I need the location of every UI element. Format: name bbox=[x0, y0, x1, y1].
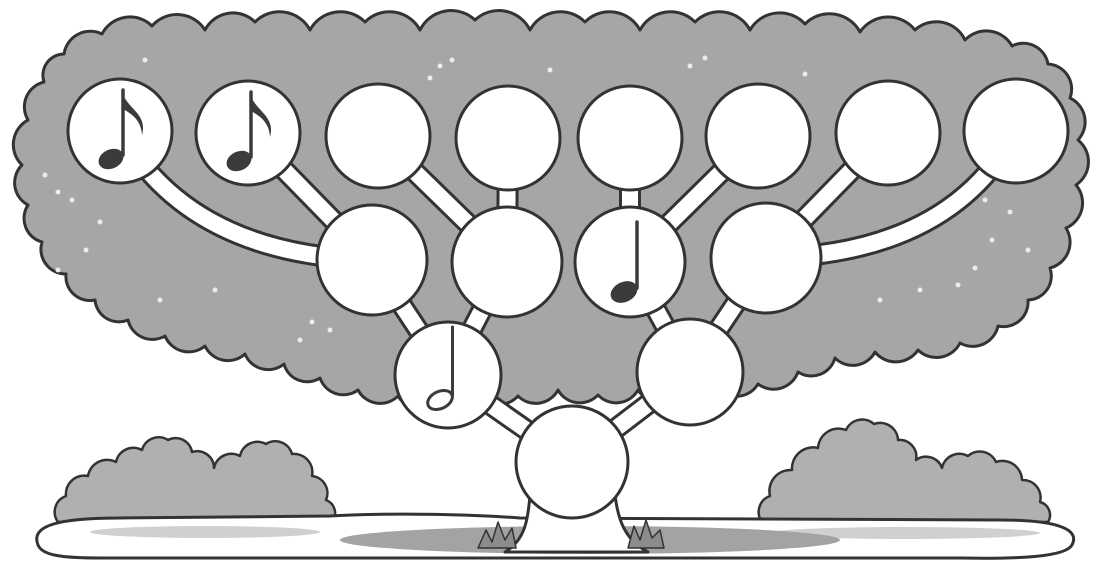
note-circle bbox=[315, 203, 429, 317]
note-slot bbox=[194, 79, 302, 187]
circle-row bbox=[66, 77, 1070, 192]
speckle bbox=[309, 319, 315, 325]
speckle bbox=[142, 57, 148, 63]
speckle bbox=[427, 75, 433, 81]
note-circle bbox=[194, 79, 302, 187]
speckle bbox=[802, 71, 808, 77]
speckle bbox=[955, 282, 961, 288]
note-slot bbox=[709, 201, 823, 315]
note-slot bbox=[315, 203, 429, 317]
speckle bbox=[972, 265, 978, 271]
grass-tufts bbox=[477, 519, 665, 549]
speckle bbox=[917, 287, 923, 293]
note-circle bbox=[514, 404, 630, 520]
note-flag bbox=[121, 90, 144, 135]
note-circle bbox=[66, 77, 174, 185]
speckle bbox=[982, 197, 988, 203]
note-slot bbox=[393, 320, 503, 430]
note-slot bbox=[576, 84, 684, 192]
note-slot bbox=[450, 205, 564, 319]
speckle bbox=[1025, 247, 1031, 253]
note-head bbox=[98, 148, 124, 170]
half-note-icon bbox=[426, 325, 454, 411]
note-circle bbox=[454, 84, 562, 192]
note-slot bbox=[962, 77, 1070, 185]
note-flag bbox=[249, 92, 272, 137]
speckle bbox=[687, 63, 693, 69]
speckle bbox=[1007, 209, 1013, 215]
speckle bbox=[97, 219, 103, 225]
note-circle bbox=[962, 77, 1070, 185]
note-slot bbox=[66, 77, 174, 185]
speckle bbox=[55, 267, 61, 273]
note-head bbox=[226, 150, 252, 172]
note-circle bbox=[573, 205, 687, 319]
quarter-note-icon bbox=[610, 220, 639, 303]
note-circle bbox=[324, 82, 432, 190]
speckle bbox=[69, 197, 75, 203]
left-bush bbox=[53, 436, 337, 524]
note-circle bbox=[635, 317, 745, 427]
right-bush bbox=[757, 418, 1052, 524]
note-slot bbox=[704, 82, 812, 190]
grass-tuft bbox=[477, 521, 517, 549]
speckle bbox=[327, 327, 333, 333]
note-circle bbox=[576, 84, 684, 192]
note-slot bbox=[514, 404, 630, 520]
bushes bbox=[53, 418, 1052, 524]
speckle bbox=[55, 189, 61, 195]
note-circles bbox=[66, 77, 1070, 520]
speckle bbox=[877, 297, 883, 303]
note-slot bbox=[573, 205, 687, 319]
ground-shadow bbox=[90, 526, 320, 538]
speckle bbox=[157, 297, 163, 303]
speckle bbox=[449, 57, 455, 63]
speckle bbox=[212, 287, 218, 293]
note-slot bbox=[324, 82, 432, 190]
note-circle bbox=[704, 82, 812, 190]
speckle bbox=[297, 337, 303, 343]
speckle bbox=[437, 63, 443, 69]
note-slot bbox=[635, 317, 745, 427]
note-circle bbox=[450, 205, 564, 319]
speckle bbox=[42, 172, 48, 178]
grass-tuft bbox=[627, 519, 665, 549]
circle-row bbox=[393, 317, 745, 430]
note-slot bbox=[454, 84, 562, 192]
note-circle bbox=[393, 320, 503, 430]
eighth-note-icon bbox=[226, 90, 272, 172]
circle-row bbox=[514, 404, 630, 520]
speckle bbox=[989, 237, 995, 243]
note-circle bbox=[834, 79, 942, 187]
eighth-note-icon bbox=[98, 88, 144, 170]
note-head bbox=[610, 281, 638, 303]
note-slot bbox=[834, 79, 942, 187]
circle-row bbox=[315, 201, 823, 319]
note-circle bbox=[709, 201, 823, 315]
foliage-speckles bbox=[42, 55, 1031, 343]
ground-shadow bbox=[770, 527, 1040, 539]
speckle bbox=[702, 55, 708, 61]
speckle bbox=[83, 247, 89, 253]
speckle bbox=[547, 67, 553, 73]
